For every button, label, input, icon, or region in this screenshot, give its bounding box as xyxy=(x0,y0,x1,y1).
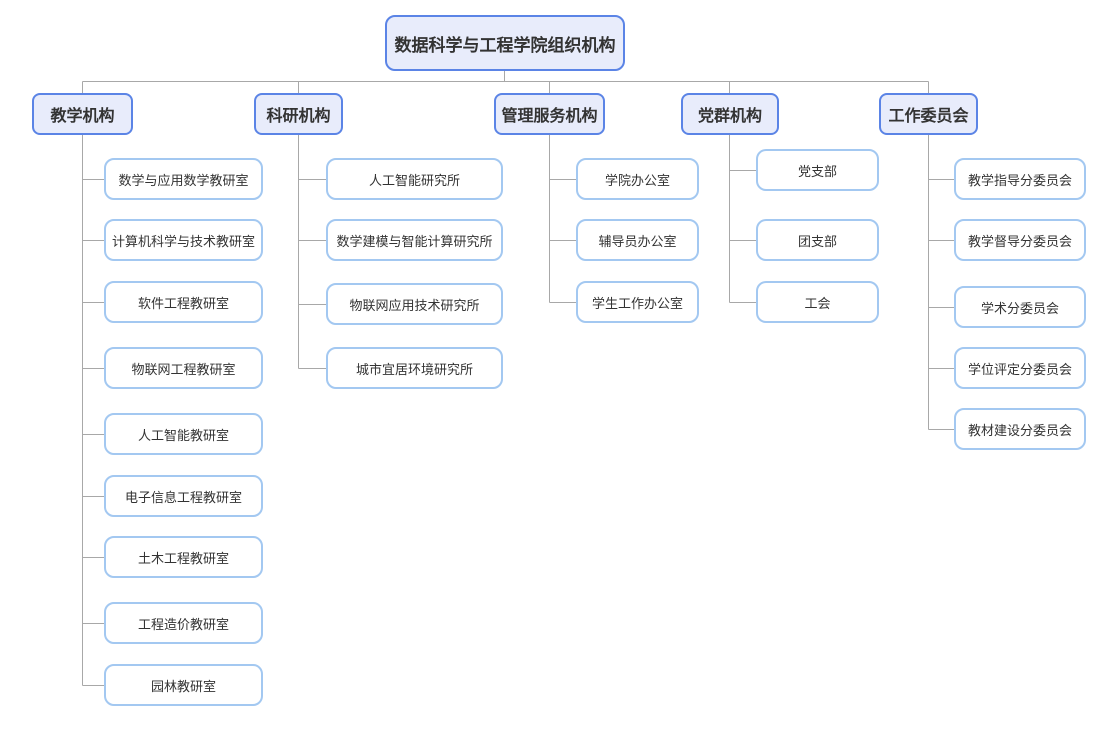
admin-office: 学院办公室 xyxy=(576,158,699,200)
category-administration: 管理服务机构 xyxy=(494,93,605,135)
committee: 教学督导分委员会 xyxy=(954,219,1086,261)
category-committees: 工作委员会 xyxy=(879,93,978,135)
party-unit: 团支部 xyxy=(756,219,879,261)
teaching-unit: 园林教研室 xyxy=(104,664,263,706)
research-institute: 数学建模与智能计算研究所 xyxy=(326,219,503,261)
teaching-unit: 电子信息工程教研室 xyxy=(104,475,263,517)
teaching-unit: 人工智能教研室 xyxy=(104,413,263,455)
research-institute: 人工智能研究所 xyxy=(326,158,503,200)
research-institute: 城市宜居环境研究所 xyxy=(326,347,503,389)
research-institute: 物联网应用技术研究所 xyxy=(326,283,503,325)
teaching-unit: 软件工程教研室 xyxy=(104,281,263,323)
teaching-unit: 工程造价教研室 xyxy=(104,602,263,644)
teaching-unit: 物联网工程教研室 xyxy=(104,347,263,389)
teaching-unit: 数学与应用数学教研室 xyxy=(104,158,263,200)
committee: 教材建设分委员会 xyxy=(954,408,1086,450)
teaching-unit: 计算机科学与技术教研室 xyxy=(104,219,263,261)
teaching-unit: 土木工程教研室 xyxy=(104,536,263,578)
committee: 学位评定分委员会 xyxy=(954,347,1086,389)
committee: 教学指导分委员会 xyxy=(954,158,1086,200)
party-unit: 党支部 xyxy=(756,149,879,191)
category-research: 科研机构 xyxy=(254,93,343,135)
admin-office: 学生工作办公室 xyxy=(576,281,699,323)
admin-office: 辅导员办公室 xyxy=(576,219,699,261)
party-unit: 工会 xyxy=(756,281,879,323)
committee: 学术分委员会 xyxy=(954,286,1086,328)
category-teaching: 教学机构 xyxy=(32,93,133,135)
category-party: 党群机构 xyxy=(681,93,779,135)
root-node: 数据科学与工程学院组织机构 xyxy=(385,15,625,71)
